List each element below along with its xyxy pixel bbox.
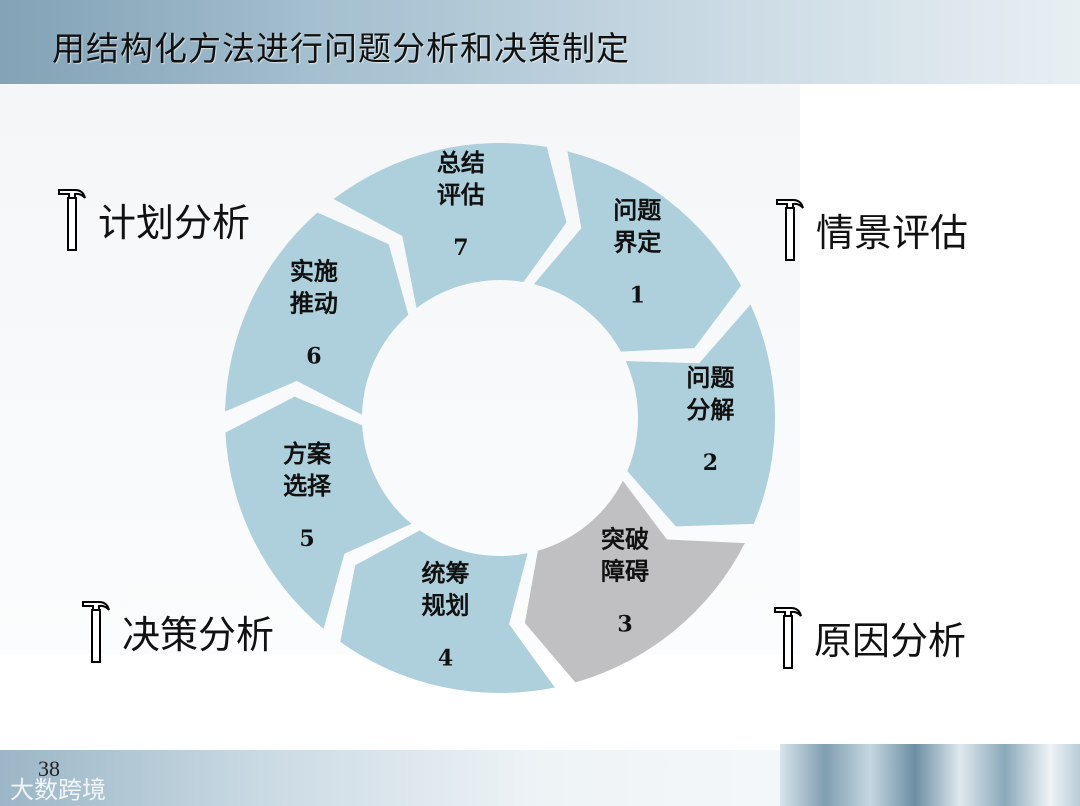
hammer-icon [774, 607, 802, 669]
segment-label: 界定 [613, 227, 661, 256]
watermark: 大数跨境 [10, 776, 106, 804]
segment-number: 5 [299, 526, 314, 552]
tool-decision-analysis: 决策分析 [80, 598, 274, 664]
segment-number: 2 [703, 450, 718, 476]
header-photo [0, 0, 300, 84]
segment-label: 突破 [601, 524, 649, 553]
segment-label: 实施 [290, 257, 338, 286]
segment-label: 问题 [686, 363, 734, 392]
tool-cause-analysis: 原因分析 [772, 604, 966, 670]
segment-number: 1 [630, 282, 645, 308]
segment-number: 6 [306, 344, 321, 370]
segment-label: 推动 [290, 289, 338, 318]
segment-label: 总结 [437, 148, 485, 177]
cycle-segment-4 [340, 530, 555, 693]
hammer-icon [82, 601, 110, 663]
tool-label: 决策分析 [122, 612, 275, 657]
hammer-icon [58, 189, 86, 251]
segment-label: 障碍 [601, 556, 649, 585]
footer-photo-strip [780, 744, 1080, 806]
tool-label: 原因分析 [814, 618, 967, 663]
slide-footer [0, 744, 1080, 806]
cycle-segment-3 [524, 480, 745, 683]
cycle-segment-7 [333, 143, 567, 309]
segment-label: 规划 [422, 590, 470, 619]
cycle-segment-2 [625, 304, 775, 527]
tool-label: 情景评估 [816, 210, 969, 255]
segment-number: 3 [617, 611, 632, 637]
slide-title: 用结构化方法进行问题分析和决策制定 [52, 29, 630, 68]
cycle-segment-6 [225, 212, 409, 415]
segment-label: 问题 [613, 195, 661, 224]
tool-label: 计划分析 [98, 200, 251, 245]
tool-plan-analysis: 计划分析 [56, 186, 250, 252]
segment-label: 方案 [283, 439, 332, 468]
segment-number: 4 [438, 645, 453, 671]
slide-header: 用结构化方法进行问题分析和决策制定 [0, 0, 1080, 84]
tool-situation-appraisal: 情景评估 [774, 196, 968, 262]
page-number: 38 [38, 756, 60, 781]
segment-label: 选择 [283, 471, 332, 500]
hammer-icon [776, 199, 804, 261]
cycle-segment-1 [533, 151, 742, 352]
segment-number: 7 [453, 235, 468, 261]
segment-label: 评估 [437, 180, 485, 209]
segment-label: 统筹 [422, 558, 470, 587]
segment-label: 分解 [686, 395, 734, 424]
cycle-segment-5 [225, 396, 412, 629]
